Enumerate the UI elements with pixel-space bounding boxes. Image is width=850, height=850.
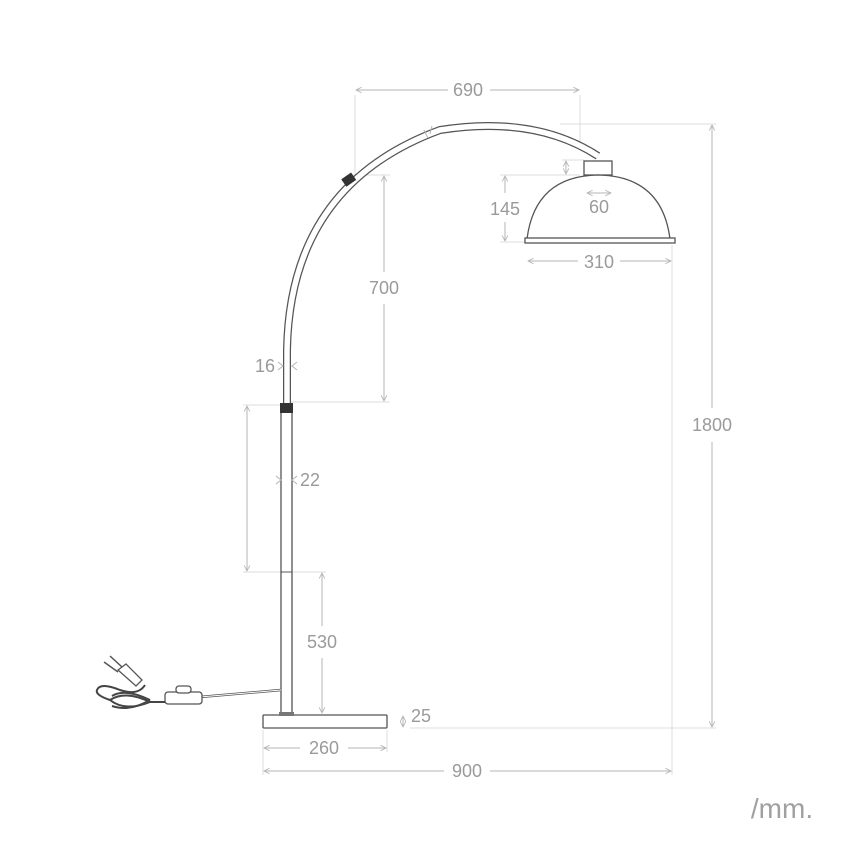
- dimension-lines: [247, 90, 712, 771]
- label-base-height: 25: [411, 706, 431, 726]
- label-arc-tube-diameter: 16: [255, 356, 275, 376]
- label-base-width: 260: [309, 738, 339, 758]
- dimension-labels: 690 145 60 310 700 16 22 530 25 260 900 …: [255, 80, 813, 824]
- pole: [280, 409, 293, 716]
- lamp-drawing: [95, 122, 676, 729]
- label-arc-height: 700: [369, 278, 399, 298]
- label-arc-width: 690: [453, 80, 483, 100]
- label-shade-top-width: 60: [589, 197, 609, 217]
- base: [262, 714, 388, 729]
- plug: [116, 663, 143, 687]
- extension-lines: [243, 95, 716, 775]
- arc-tube: [283, 122, 601, 405]
- units-label: /mm.: [751, 793, 813, 824]
- label-total-width: 900: [452, 761, 482, 781]
- label-shade-width: 310: [584, 252, 614, 272]
- shade-rim: [524, 237, 676, 244]
- label-pole-diameter: 22: [300, 470, 320, 490]
- cord-bundle: [95, 684, 165, 708]
- label-shade-height: 145: [490, 199, 520, 219]
- label-total-height: 1800: [692, 415, 732, 435]
- shade-dome: [526, 174, 671, 240]
- pole-collar: [280, 403, 293, 413]
- arc-joint: [341, 172, 357, 187]
- shade-cap: [583, 160, 613, 176]
- foot-switch: [164, 691, 203, 705]
- label-lower-pole-height: 530: [307, 632, 337, 652]
